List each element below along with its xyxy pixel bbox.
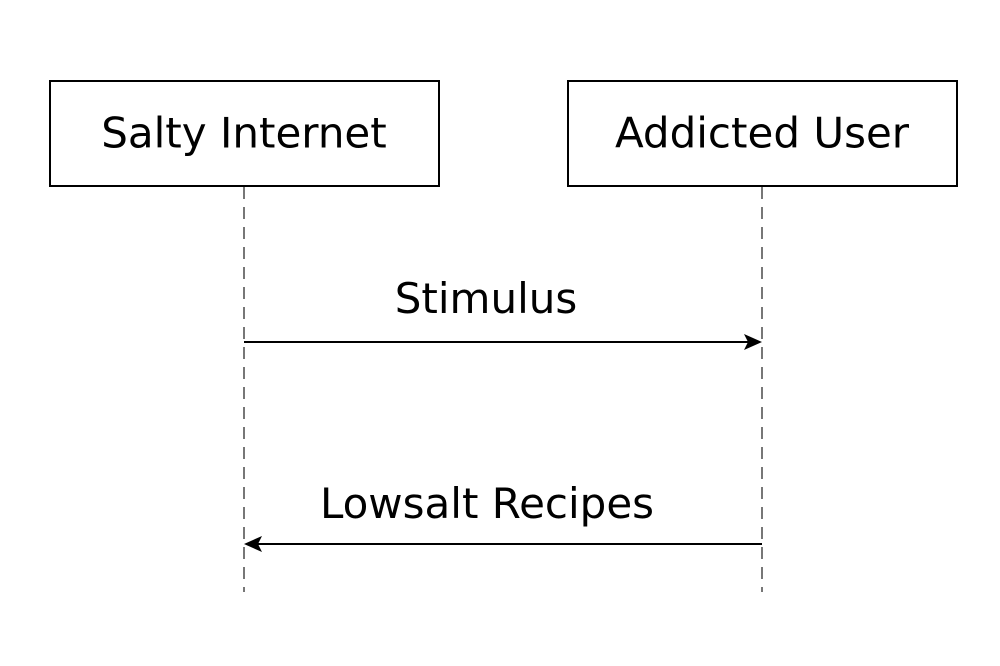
message-label-lowsalt-recipes: Lowsalt Recipes: [320, 479, 654, 528]
arrow-head-lowsalt-recipes: [244, 536, 262, 552]
actor-label-salty-internet: Salty Internet: [101, 109, 387, 158]
message-label-stimulus: Stimulus: [395, 274, 578, 323]
arrow-head-stimulus: [744, 334, 762, 350]
message-stimulus: Stimulus: [244, 274, 762, 350]
actor-box-salty-internet: [49, 80, 440, 187]
actor-box-addicted-user: [567, 80, 958, 187]
actor-label-addicted-user: Addicted User: [615, 109, 910, 158]
message-lowsalt-recipes: Lowsalt Recipes: [244, 479, 762, 552]
actor-addicted-user: Addicted User: [567, 80, 958, 187]
actor-salty-internet: Salty Internet: [49, 80, 440, 187]
